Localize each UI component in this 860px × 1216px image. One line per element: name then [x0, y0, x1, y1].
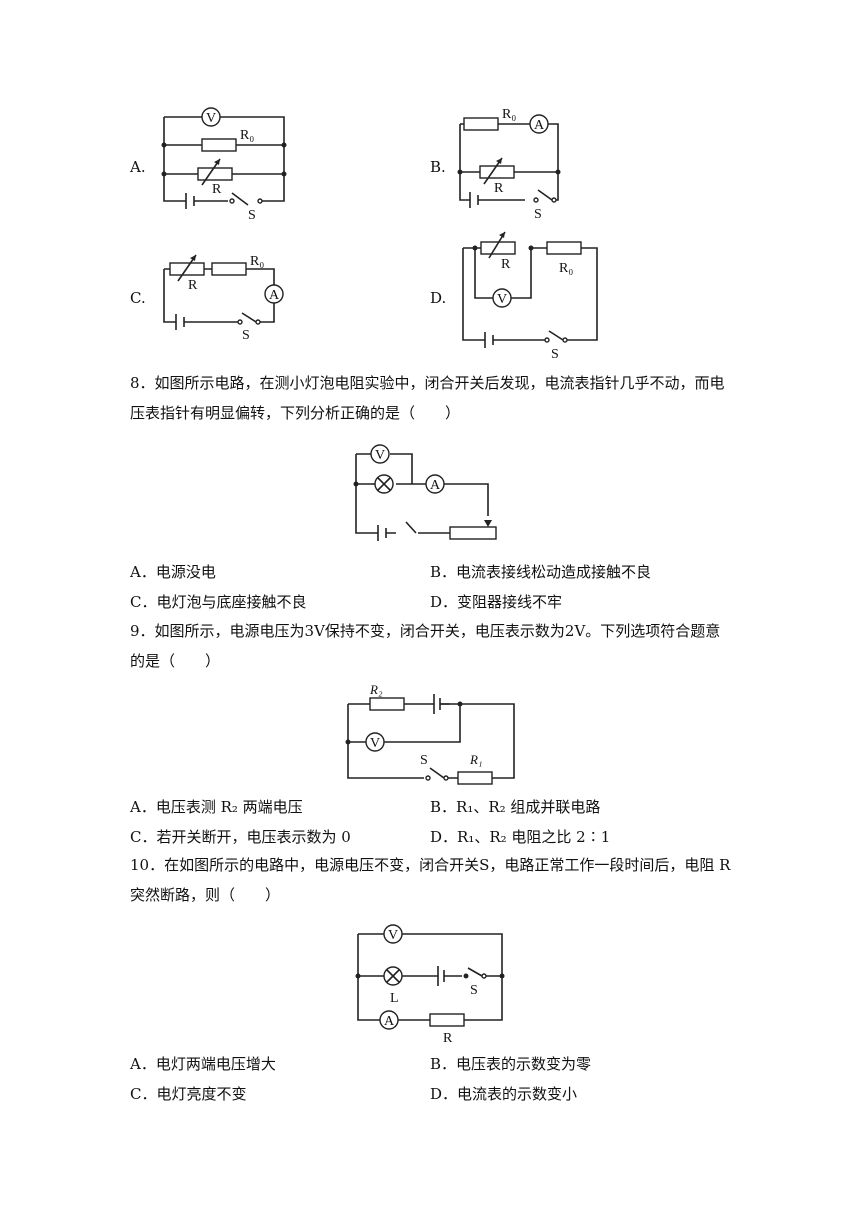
- svg-text:V: V: [206, 111, 216, 126]
- svg-text:S: S: [551, 347, 559, 362]
- svg-text:R₀: R₀: [502, 107, 516, 122]
- q8-stem: 8．如图所示电路，在测小灯泡电阻实验中，闭合开关后发现，电流表指针几乎不动，而电…: [130, 374, 725, 422]
- q8-option-c: C．电灯泡与底座接触不良: [130, 593, 307, 611]
- q8-option-b: B．电流表接线松动造成接触不良: [430, 563, 652, 581]
- svg-text:A: A: [384, 1014, 395, 1029]
- svg-text:A: A: [269, 288, 280, 303]
- q9-circuit: R₂ V S R₁: [345, 682, 515, 785]
- svg-text:R: R: [188, 278, 198, 293]
- q7-circuit-a: V R₀ R S: [161, 107, 287, 223]
- q10-stem: 10．在如图所示的电路中，电源电压不变，闭合开关S，电路正常工作一段时间后，电阻…: [130, 856, 731, 904]
- svg-text:R₀: R₀: [559, 261, 573, 276]
- q10-option-c: C．电灯亮度不变: [130, 1085, 247, 1103]
- q8-option-a: A．电源没电: [130, 563, 216, 581]
- svg-text:A: A: [430, 478, 441, 493]
- svg-text:V: V: [370, 736, 380, 751]
- svg-text:R₁: R₁: [469, 752, 482, 767]
- svg-text:A: A: [534, 118, 545, 133]
- q9-option-a: A．电压表测 R₂ 两端电压: [130, 798, 303, 816]
- q7-circuit-d: R R₀ V S: [462, 231, 598, 362]
- q9-option-c: C．若开关断开，电压表示数为 0: [130, 828, 351, 846]
- q7-circuit-b: R₀ A R S: [457, 107, 561, 222]
- svg-text:V: V: [388, 928, 398, 943]
- q7-option-d-letter: D.: [430, 289, 447, 307]
- q7-option-a-letter: A.: [130, 158, 146, 176]
- svg-text:V: V: [497, 292, 507, 307]
- q9-stem: 9．如图所示，电源电压为3V保持不变，闭合开关，电压表示数为2V。下列选项符合题…: [130, 622, 721, 670]
- svg-text:R: R: [212, 182, 222, 197]
- q7-option-c-letter: C.: [130, 289, 146, 307]
- svg-text:S: S: [470, 983, 478, 998]
- svg-text:S: S: [420, 753, 428, 768]
- svg-text:R₂: R₂: [369, 682, 383, 697]
- q10-option-b: B．电压表的示数变为零: [430, 1055, 592, 1073]
- q8-circuit: V A: [353, 444, 497, 541]
- q7-circuit-c: R R₀ A S: [163, 254, 284, 343]
- svg-text:L: L: [390, 991, 399, 1006]
- q10-option-d: D．电流表的示数变小: [430, 1085, 578, 1103]
- q8-option-d: D．变阻器接线不牢: [430, 593, 563, 611]
- q10-option-a: A．电灯两端电压增大: [130, 1055, 276, 1073]
- q9-option-d: D．R₁、R₂ 电阻之比 2∶1: [430, 828, 611, 846]
- q9-option-b: B．R₁、R₂ 组成并联电路: [430, 798, 601, 816]
- svg-text:R: R: [501, 257, 511, 272]
- svg-text:R₀: R₀: [250, 254, 264, 269]
- svg-text:V: V: [375, 448, 385, 463]
- svg-text:R: R: [443, 1031, 453, 1046]
- svg-text:S: S: [242, 328, 250, 343]
- svg-text:R: R: [494, 181, 504, 196]
- svg-text:R₀: R₀: [240, 128, 254, 143]
- svg-text:S: S: [534, 207, 542, 222]
- svg-text:S: S: [248, 208, 256, 223]
- q10-circuit: V L S A R: [355, 924, 505, 1046]
- q7-option-b-letter: B.: [430, 158, 446, 176]
